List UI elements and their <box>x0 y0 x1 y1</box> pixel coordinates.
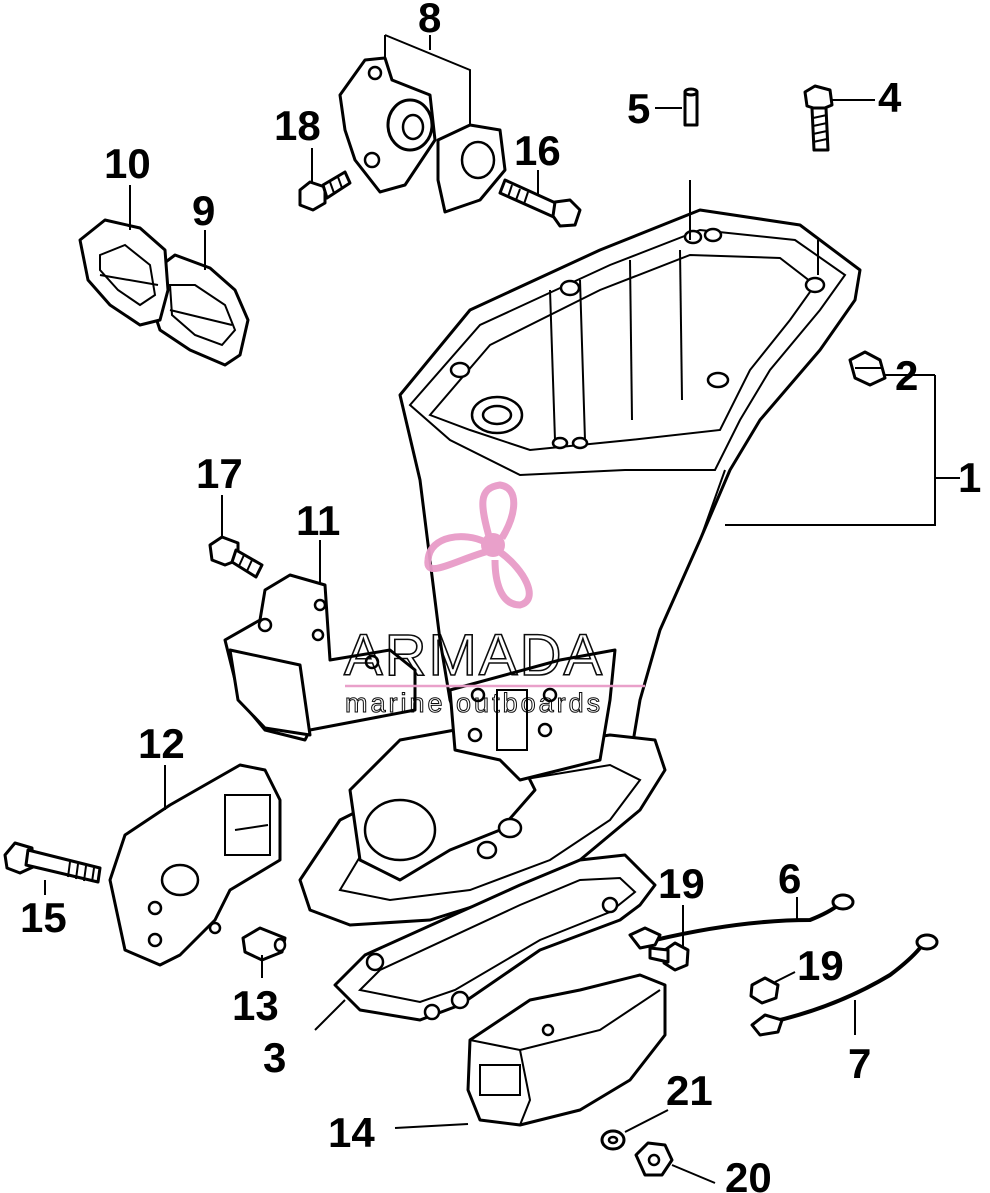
callout-7: 7 <box>848 1040 871 1087</box>
part-6-ground-cable[interactable] <box>628 893 855 950</box>
callout-3: 3 <box>263 1034 286 1081</box>
part-1-drive-shaft-housing[interactable] <box>298 180 960 927</box>
callout-labels: 1 2 3 4 5 6 7 8 9 10 11 12 13 14 15 16 1… <box>20 0 981 1193</box>
part-19-screw-b[interactable] <box>749 971 796 1005</box>
part-7-ground-cable[interactable] <box>750 933 939 1037</box>
part-3-gasket[interactable] <box>314 853 657 1031</box>
part-20-nut[interactable] <box>634 1141 716 1184</box>
callout-17: 17 <box>196 450 243 497</box>
propeller-icon <box>424 481 533 609</box>
callout-11: 11 <box>296 497 340 544</box>
callout-21: 21 <box>666 1067 713 1114</box>
callout-5: 5 <box>627 85 650 132</box>
callout-10: 10 <box>104 140 151 187</box>
watermark-brand: ARMADA <box>344 623 604 688</box>
callout-2: 2 <box>895 352 918 399</box>
part-10-grommet[interactable] <box>78 185 170 327</box>
part-4-bolt[interactable] <box>803 84 875 152</box>
part-19-screw-a[interactable] <box>648 905 690 972</box>
callout-9: 9 <box>192 187 215 234</box>
callout-15: 15 <box>20 894 67 941</box>
callout-19-b: 19 <box>797 942 844 989</box>
callout-4: 4 <box>878 74 902 121</box>
callout-12: 12 <box>138 720 185 767</box>
watermark-tagline: marine outboards <box>345 688 603 718</box>
callout-14: 14 <box>328 1109 375 1156</box>
callout-16: 16 <box>514 127 561 174</box>
part-18-bolt[interactable] <box>298 148 352 212</box>
part-12-lower-mount[interactable] <box>108 763 282 967</box>
part-2-plug[interactable] <box>848 350 887 387</box>
part-11-mount-bracket[interactable] <box>223 540 417 742</box>
part-17-bolt[interactable] <box>208 495 264 579</box>
part-8-upper-mount[interactable] <box>338 34 507 214</box>
part-5-dowel-pin[interactable] <box>655 87 699 127</box>
part-15-bolt[interactable] <box>3 841 102 895</box>
watermark: ARMADA marine outboards <box>343 481 645 719</box>
part-21-washer[interactable] <box>600 1109 669 1151</box>
callout-8: 8 <box>418 0 441 41</box>
part-13-sleeve[interactable] <box>241 926 287 978</box>
callout-6: 6 <box>778 855 801 902</box>
callout-20: 20 <box>725 1154 772 1193</box>
callout-18: 18 <box>274 102 321 149</box>
callout-13: 13 <box>232 982 279 1029</box>
callout-1: 1 <box>958 454 981 501</box>
callout-19-a: 19 <box>658 860 705 907</box>
part-14-lower-cover[interactable] <box>394 973 667 1129</box>
part-16-bolt[interactable] <box>498 170 582 228</box>
